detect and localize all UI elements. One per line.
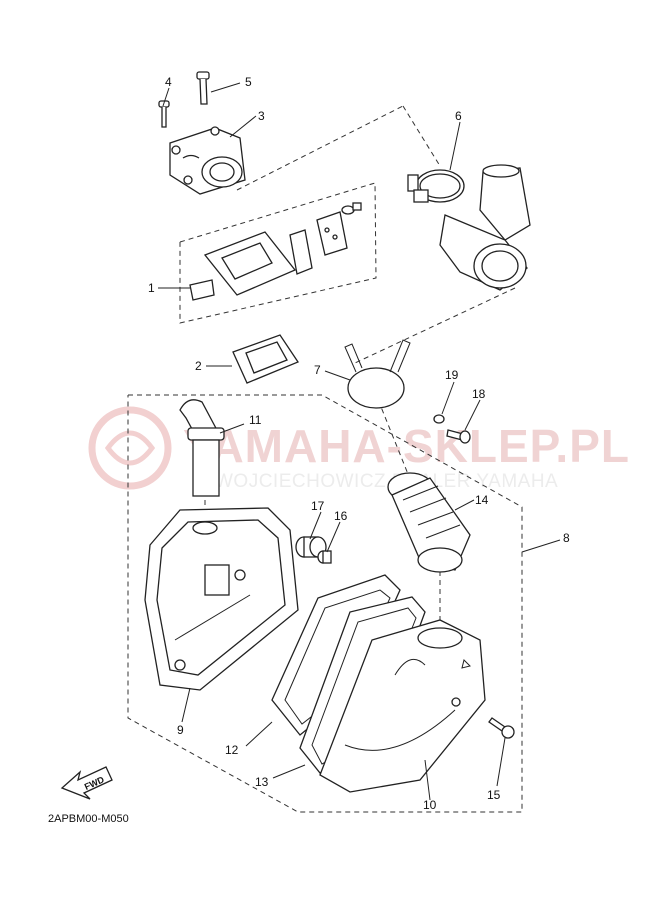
manifold-to-carb-line-2 — [402, 105, 441, 167]
joint-to-filter-line — [374, 391, 409, 475]
callout-10: 10 — [423, 798, 437, 812]
o-ring-19 — [433, 414, 445, 424]
reed-valve-group-outline — [179, 182, 377, 324]
reed-valve-assembly — [189, 202, 362, 301]
watermark-logo-icon — [88, 406, 172, 490]
carburetor-body — [439, 164, 531, 291]
watermark-brand: YAMAHA-SKLEP.PL — [183, 420, 630, 472]
diagram-code: 2APBM00-M050 — [48, 813, 129, 825]
callout-16: 16 — [334, 509, 348, 523]
airbox-case — [144, 507, 299, 691]
clamp-wire — [344, 339, 411, 409]
callout-12: 12 — [225, 743, 239, 757]
callout-2: 2 — [195, 359, 202, 373]
bolt-5 — [196, 71, 210, 105]
airbox-cap-10 — [319, 619, 486, 793]
bolt-4 — [158, 100, 170, 128]
callout-14: 14 — [475, 493, 489, 507]
callout-13: 13 — [255, 775, 269, 789]
watermark-logo-mark-icon — [104, 430, 156, 466]
callout-18: 18 — [472, 387, 486, 401]
callout-6: 6 — [455, 109, 462, 123]
reed-gasket — [232, 334, 299, 384]
callout-19: 19 — [445, 368, 459, 382]
callouts: 1 2 3 4 5 6 7 8 9 10 11 12 13 14 15 16 1… — [148, 75, 570, 812]
watermark: YAMAHA-SKLEP.PL WOJCIECHOWICZ DEALER YAM… — [88, 406, 630, 492]
leader-lines — [158, 82, 561, 801]
callout-17: 17 — [311, 499, 325, 513]
breather-tube — [179, 399, 225, 497]
callout-7: 7 — [314, 363, 321, 377]
screw-15 — [488, 717, 515, 739]
callout-1: 1 — [148, 281, 155, 295]
manifold-to-carb-line — [236, 105, 404, 191]
watermark-dealer: WOJCIECHOWICZ DEALER YAMAHA — [215, 471, 558, 492]
callout-8: 8 — [563, 531, 570, 545]
airbox-group-outline — [127, 394, 523, 813]
bolt-18 — [446, 429, 471, 444]
filter-joint — [387, 472, 471, 573]
callout-9: 9 — [177, 723, 184, 737]
intake-manifold — [169, 126, 246, 195]
callout-11: 11 — [249, 413, 262, 427]
callout-4: 4 — [165, 75, 172, 89]
fwd-arrow: FWD — [60, 766, 113, 800]
carb-to-gasket-line — [354, 287, 516, 364]
callout-3: 3 — [258, 109, 265, 123]
callout-15: 15 — [487, 788, 501, 802]
callout-5: 5 — [245, 75, 252, 89]
hose-clamp — [407, 169, 465, 203]
collar-16 — [317, 550, 332, 564]
